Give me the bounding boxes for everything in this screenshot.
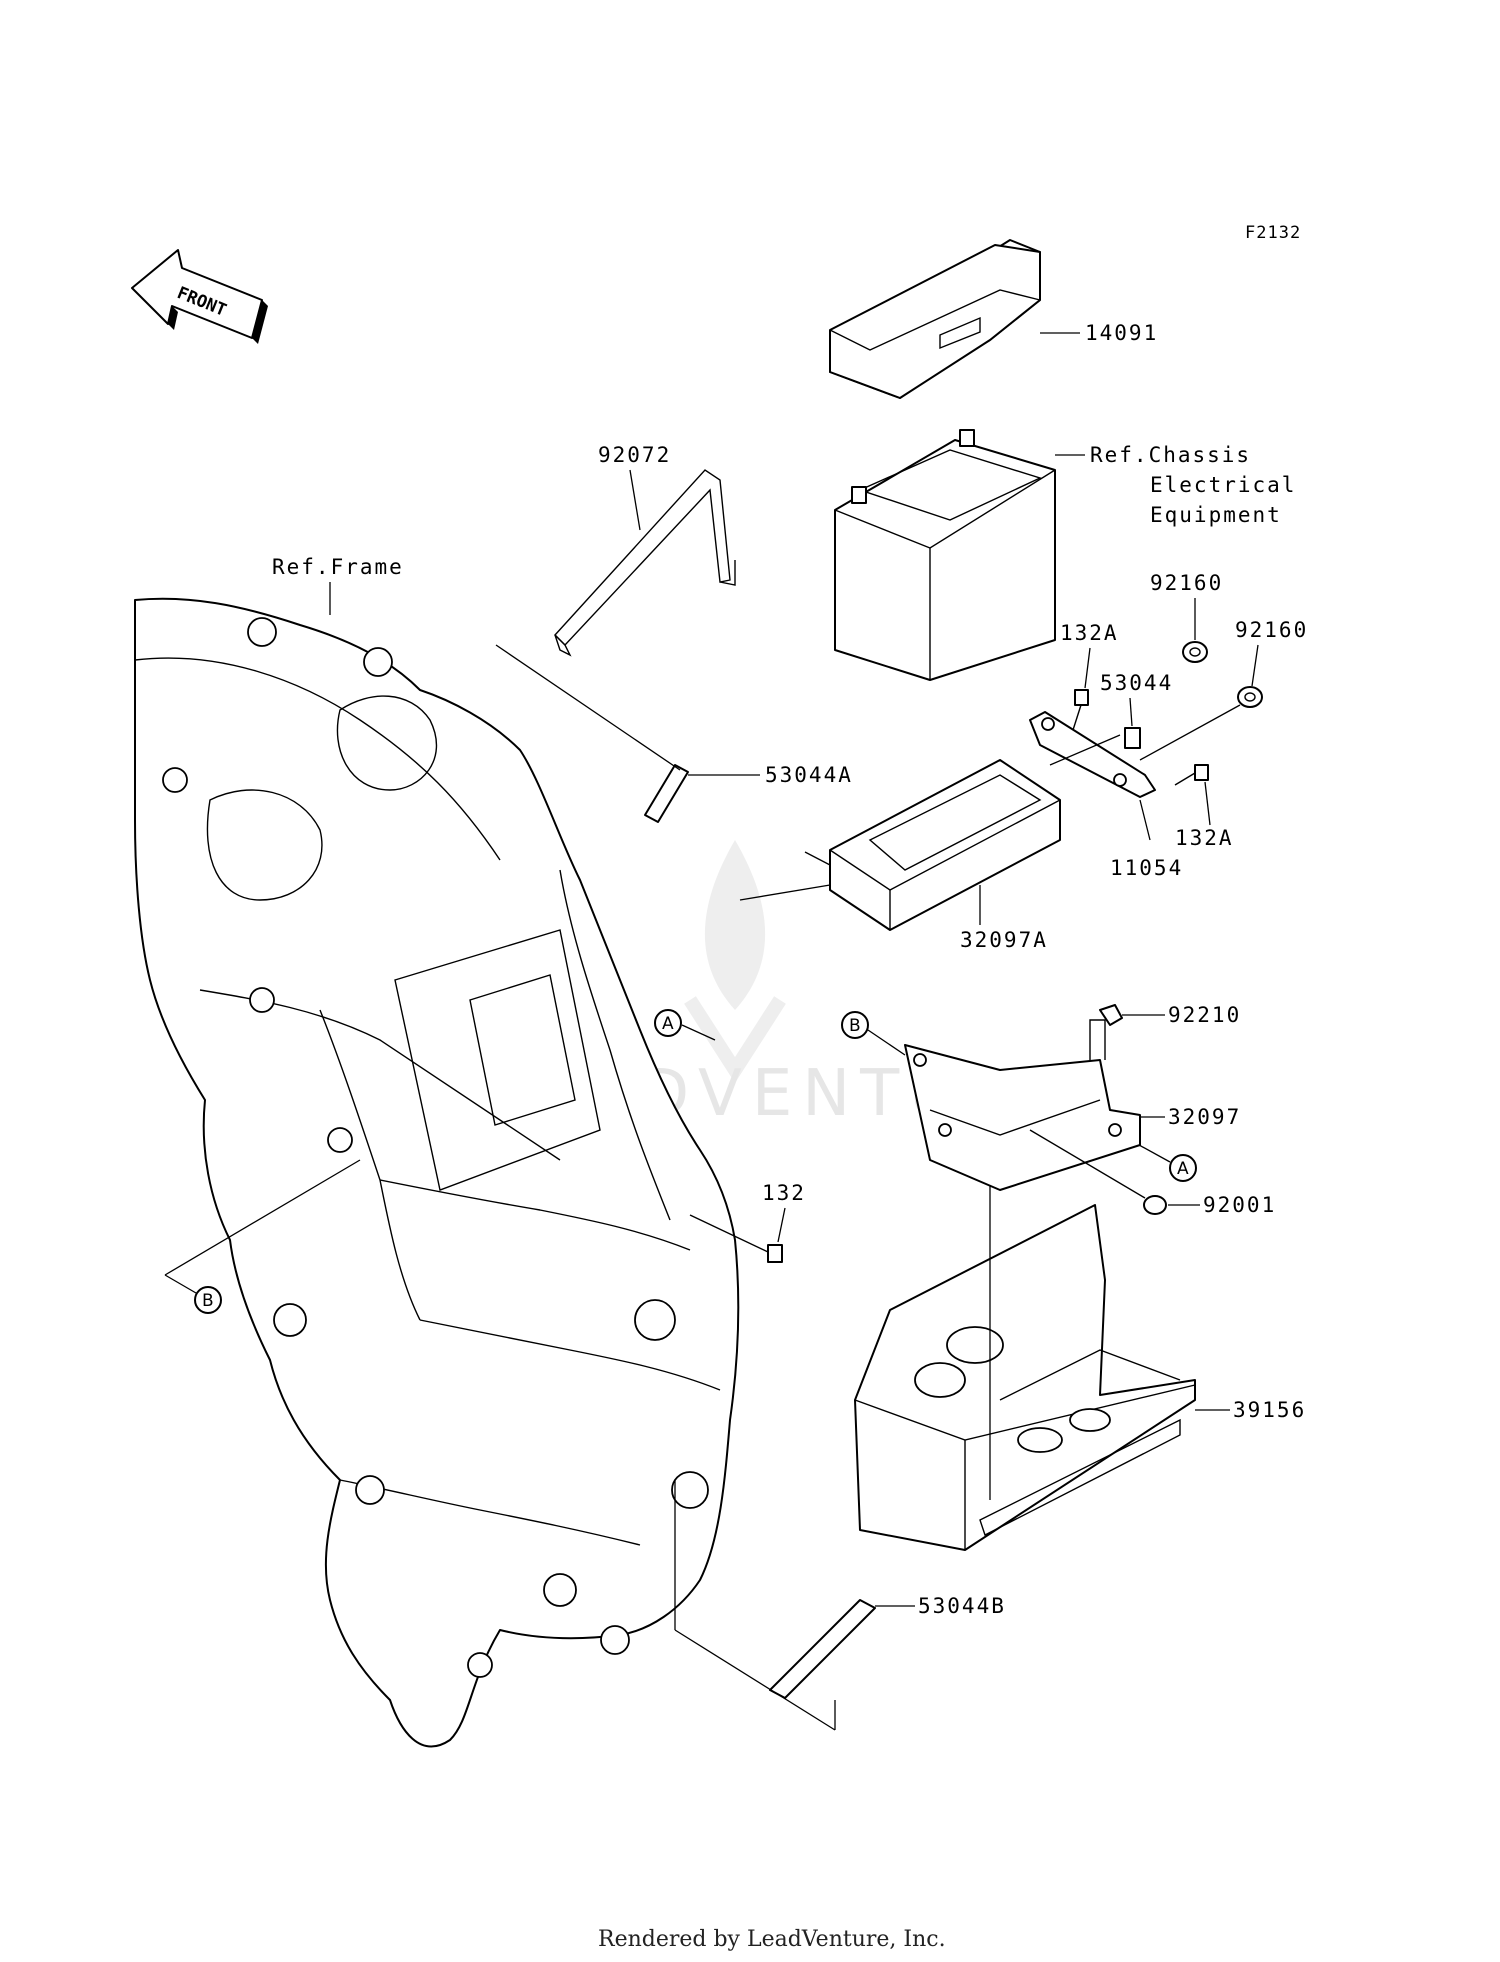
reference-chassis-line1: Ref.Chassis — [1090, 443, 1251, 467]
svg-text:A: A — [1177, 1159, 1189, 1179]
svg-text:B: B — [202, 1291, 214, 1311]
callout-132A-lower: 132A — [1175, 826, 1234, 850]
battery-cover-14091 — [829, 239, 1041, 399]
marker-b-left: B — [194, 1286, 222, 1314]
marker-b-right: B — [841, 1011, 869, 1039]
reference-chassis-line3: Equipment — [1150, 503, 1282, 527]
callout-92210: 92210 — [1168, 1003, 1241, 1027]
callout-53044: 53044 — [1100, 671, 1173, 695]
bracket-11054 — [1029, 711, 1156, 798]
callout-92072: 92072 — [598, 443, 671, 467]
callout-32097A: 32097A — [960, 928, 1048, 952]
footer-credit: Rendered by LeadVenture, Inc. — [598, 1927, 946, 1952]
callout-92001: 92001 — [1203, 1193, 1276, 1217]
bolt-132 — [689, 1214, 783, 1263]
callout-39156: 39156 — [1233, 1398, 1306, 1422]
cover-39156 — [854, 1204, 1196, 1551]
figure-code: F2132 — [1245, 223, 1301, 243]
battery — [834, 429, 1056, 681]
callout-92160-b: 92160 — [1235, 618, 1308, 642]
bolt-132A-lower — [1174, 764, 1209, 786]
callout-14091: 14091 — [1085, 321, 1158, 345]
marker-a-right: A — [1169, 1154, 1197, 1182]
bolt-132A-upper — [1072, 689, 1089, 731]
spacer-53044 — [1124, 727, 1141, 749]
callout-53044B: 53044B — [918, 1594, 1006, 1618]
washer-92160-b — [1237, 686, 1263, 708]
spacer-53044B — [769, 1599, 876, 1699]
battery-tray-32097A — [829, 759, 1061, 931]
callout-92160-a: 92160 — [1150, 571, 1223, 595]
washer-92160-a — [1182, 641, 1208, 663]
reference-frame: Ref.Frame — [272, 555, 404, 579]
spacer-53044A — [644, 764, 689, 823]
reference-chassis-line2: Electrical — [1150, 473, 1296, 497]
svg-text:B: B — [849, 1016, 861, 1036]
strap-92072 — [554, 469, 736, 657]
bracket-32097 — [904, 1019, 1141, 1191]
marker-a-left: A — [654, 1009, 682, 1037]
callout-132A-upper: 132A — [1060, 621, 1119, 645]
clip-92210 — [1099, 1004, 1123, 1026]
callout-53044A: 53044A — [765, 763, 853, 787]
svg-text:A: A — [662, 1014, 674, 1034]
callout-11054: 11054 — [1110, 856, 1183, 880]
callout-32097: 32097 — [1168, 1105, 1241, 1129]
front-arrow-icon: FRONT — [131, 249, 268, 344]
callout-132: 132 — [762, 1181, 806, 1205]
bolt-92001 — [1029, 1129, 1167, 1215]
vehicle-frame — [134, 597, 740, 1748]
